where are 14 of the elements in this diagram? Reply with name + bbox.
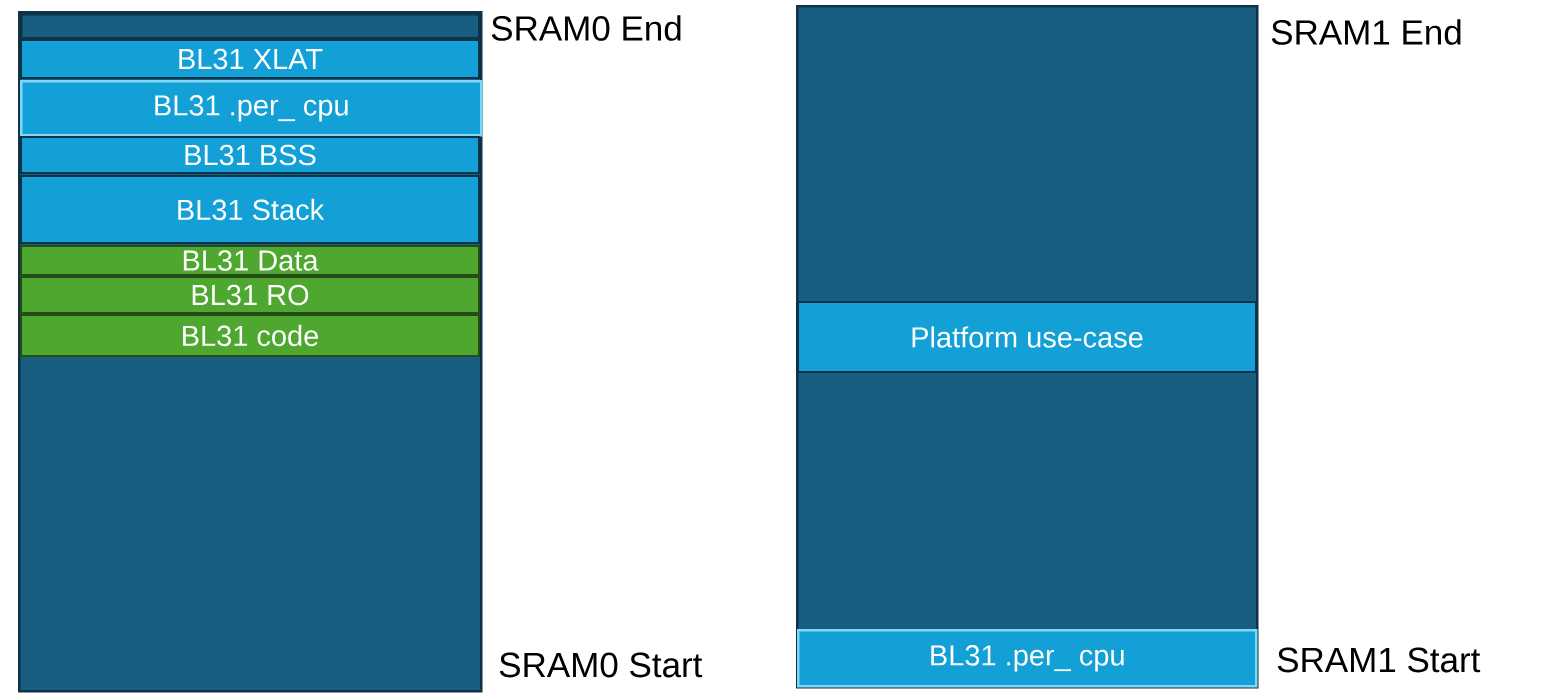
memory-region: BL31 Stack <box>20 175 480 244</box>
memory-region: Platform use-case <box>797 301 1257 373</box>
memory-region: BL31 BSS <box>20 136 480 174</box>
memory-region: BL31 .per_ cpu <box>20 80 483 137</box>
memory-region: BL31 RO <box>20 276 480 314</box>
memory-region: BL31 Data <box>20 245 480 276</box>
memory-region <box>20 13 481 40</box>
address-label: SRAM1 End <box>1271 19 1461 45</box>
memory-region: BL31 .per_ cpu <box>797 629 1258 688</box>
memory-region: BL31 XLAT <box>20 39 480 79</box>
address-label: SRAM0 End <box>491 15 681 41</box>
address-label: SRAM1 Start <box>1277 647 1481 673</box>
address-label: SRAM0 Start <box>499 652 703 678</box>
memory-region: BL31 code <box>20 314 480 357</box>
